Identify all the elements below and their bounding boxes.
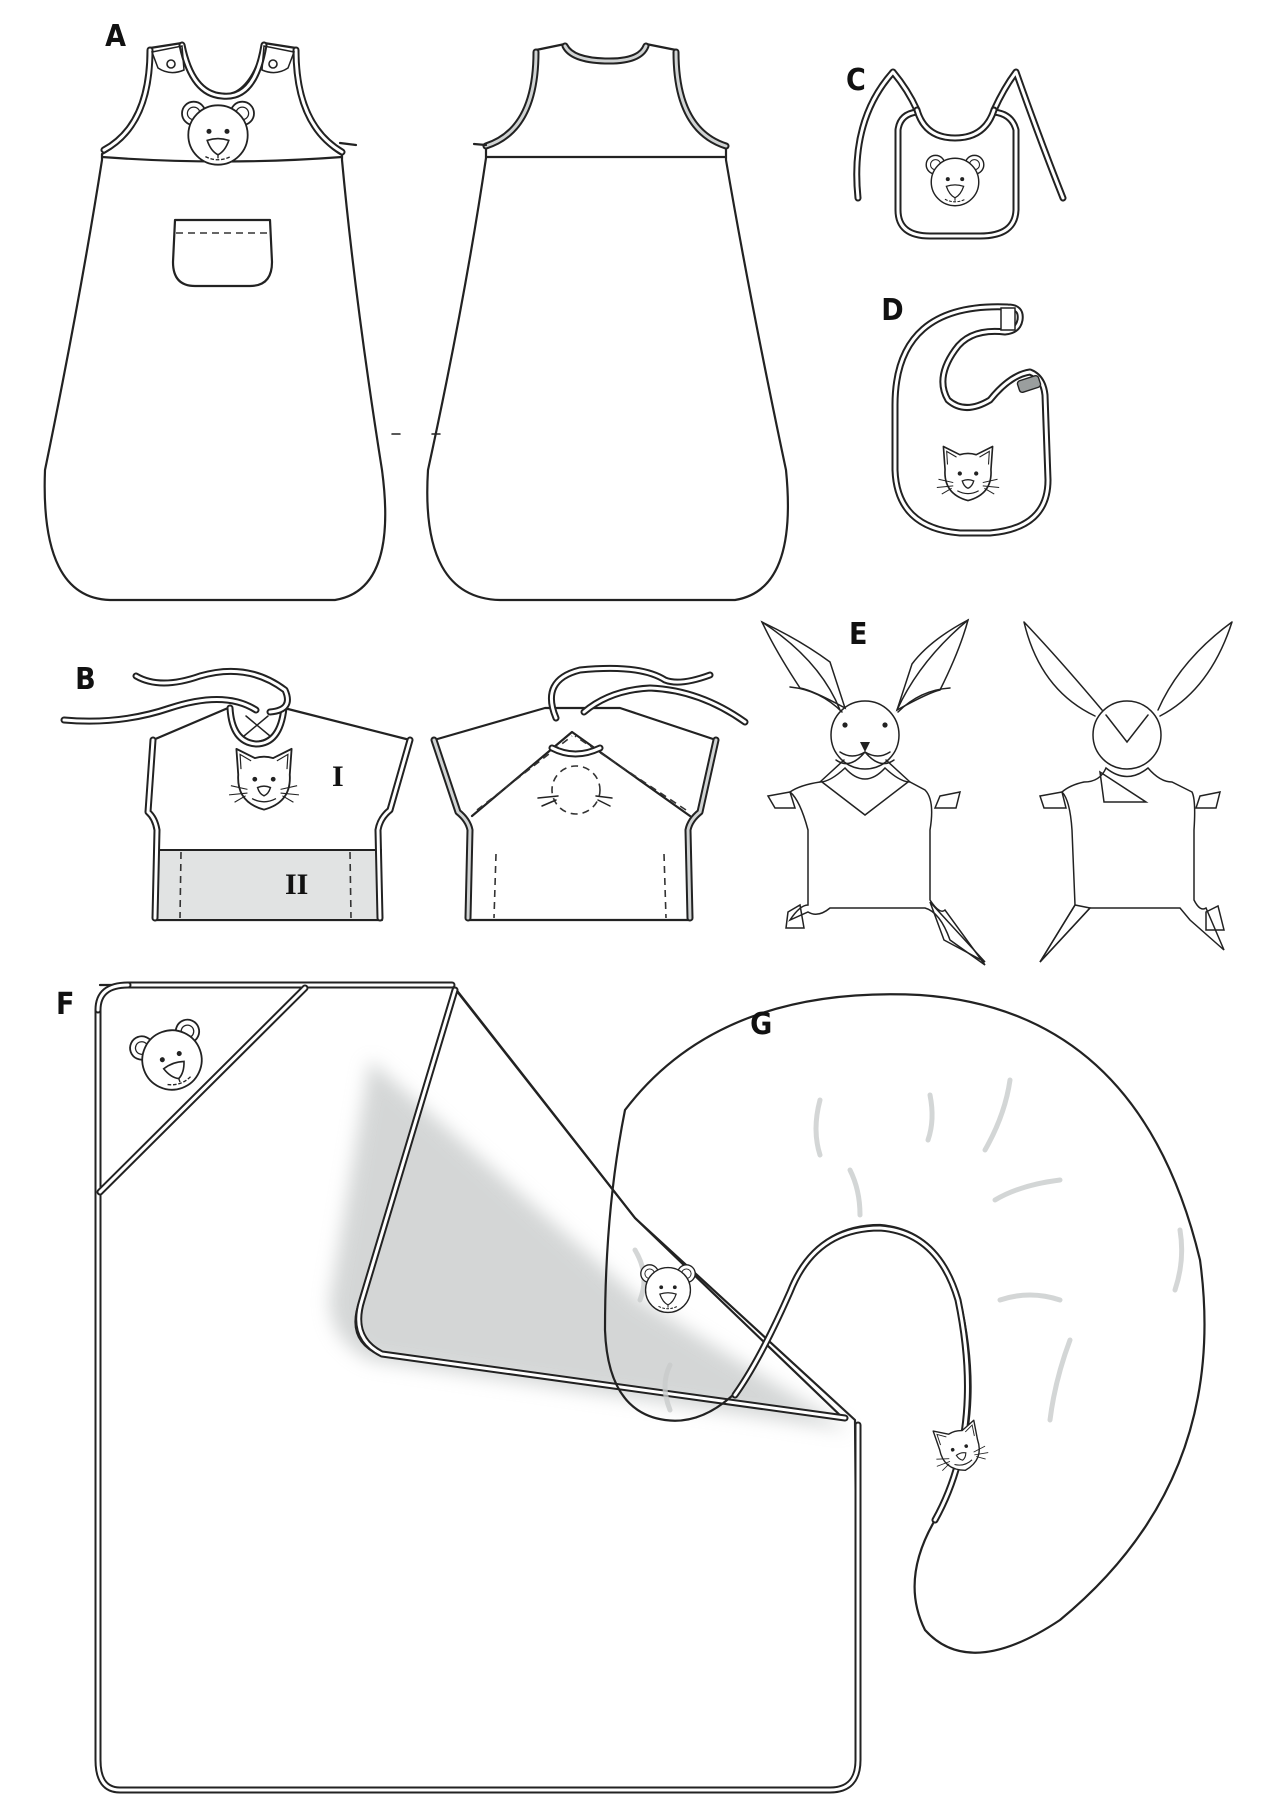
view-e-bunny-front: [760, 618, 986, 966]
bear-face-icon: [925, 154, 985, 207]
view-label-c: C: [846, 63, 866, 98]
view-label-b: B: [75, 662, 96, 697]
view-b-back: [430, 664, 749, 922]
view-g-pillow: [603, 993, 1206, 1654]
view-label-a: A: [105, 19, 126, 54]
view-label-f: F: [55, 987, 74, 1022]
cat-face-icon: [927, 1418, 992, 1478]
view-e-bunny-back: [1023, 621, 1233, 963]
bear-appliqué-icon: [181, 100, 255, 166]
view-f-towel: [94, 981, 862, 1794]
view-a-front: [43, 41, 401, 602]
fabric-folds: [632, 1077, 1185, 1423]
cat-face-icon: [936, 445, 1000, 502]
part-label-i: I: [332, 760, 344, 793]
part-label-ii: II: [285, 868, 309, 901]
view-label-d: D: [881, 293, 903, 328]
view-label-e: E: [848, 617, 867, 652]
bear-face-icon: [640, 1264, 696, 1314]
view-c-bib: [853, 68, 1067, 240]
view-b-front: [60, 667, 414, 922]
view-label-g: G: [750, 1007, 772, 1042]
view-d-bib: [891, 303, 1052, 537]
view-a-back: [426, 42, 789, 602]
cat-face-icon: [228, 747, 300, 811]
